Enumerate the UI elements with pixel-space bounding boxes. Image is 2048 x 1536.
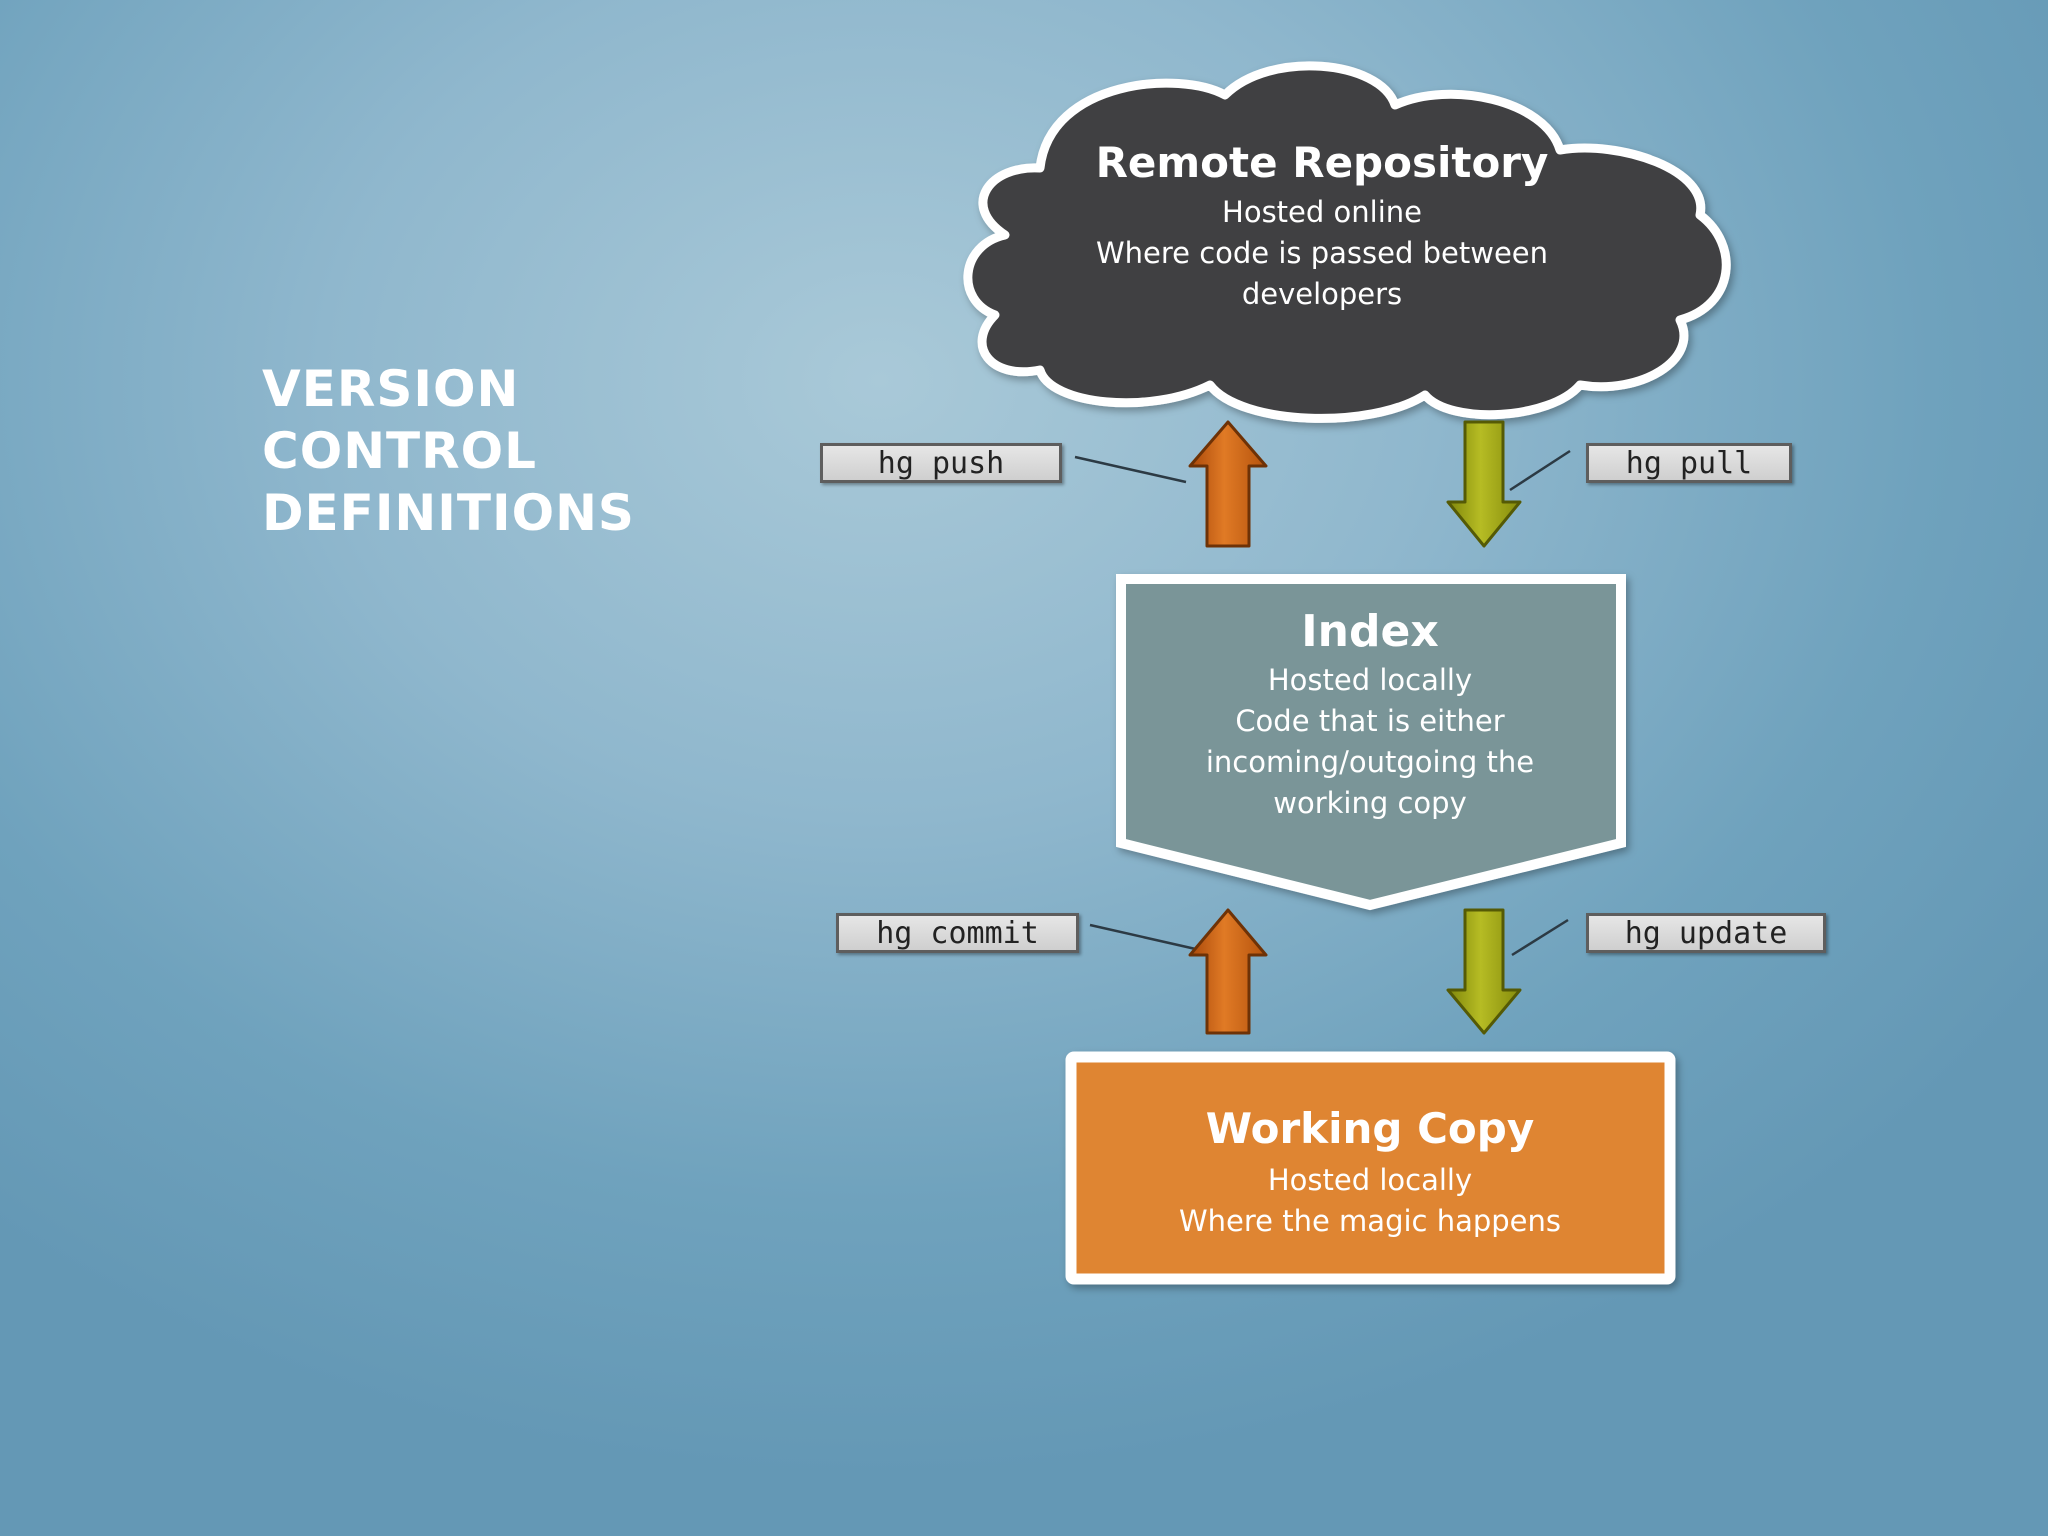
slide-title-line-1: VERSION bbox=[262, 360, 520, 418]
index-shape bbox=[1116, 574, 1626, 911]
slide-title-line-2: CONTROL bbox=[262, 422, 538, 480]
index-line-3: incoming/outgoing the bbox=[1206, 745, 1534, 779]
index-node: Index Hosted locally Code that is either… bbox=[1116, 574, 1626, 911]
remote-repository-title: Remote Repository bbox=[1096, 138, 1549, 187]
slide-title-line-3: DEFINITIONS bbox=[262, 484, 635, 542]
working-copy-title: Working Copy bbox=[1206, 1104, 1534, 1153]
working-copy-line-1: Hosted locally bbox=[1268, 1163, 1472, 1197]
working-copy-line-2: Where the magic happens bbox=[1179, 1204, 1561, 1238]
pull-connector-line bbox=[1509, 449, 1571, 492]
index-line-2: Code that is either bbox=[1235, 704, 1504, 738]
hg-update-label: hg update bbox=[1586, 913, 1826, 953]
working-copy-shape bbox=[1065, 1051, 1676, 1285]
hg-pull-label: hg pull bbox=[1586, 443, 1792, 483]
index-line-1: Hosted locally bbox=[1268, 663, 1472, 697]
update-connector-line bbox=[1511, 918, 1569, 957]
push-arrow-icon bbox=[1188, 420, 1268, 548]
remote-repository-line-2: Where code is passed between bbox=[1096, 236, 1548, 270]
commit-connector-line bbox=[1089, 923, 1201, 952]
push-connector-line bbox=[1074, 455, 1187, 484]
hg-push-label: hg push bbox=[820, 443, 1062, 483]
remote-repository-line-1: Hosted online bbox=[1222, 195, 1422, 229]
commit-arrow-icon bbox=[1188, 908, 1268, 1035]
index-title: Index bbox=[1301, 606, 1438, 657]
hg-commit-label: hg commit bbox=[836, 913, 1079, 953]
remote-repository-node: Remote Repository Hosted online Where co… bbox=[963, 61, 1731, 423]
update-arrow-icon bbox=[1446, 908, 1522, 1035]
remote-repository-line-3: developers bbox=[1242, 277, 1402, 311]
pull-arrow-icon bbox=[1446, 420, 1522, 548]
working-copy-node: Working Copy Hosted locally Where the ma… bbox=[1065, 1051, 1676, 1285]
index-line-4: working copy bbox=[1273, 786, 1467, 820]
cloud-shape bbox=[963, 61, 1731, 423]
slide-title: VERSION CONTROL DEFINITIONS bbox=[262, 358, 635, 544]
